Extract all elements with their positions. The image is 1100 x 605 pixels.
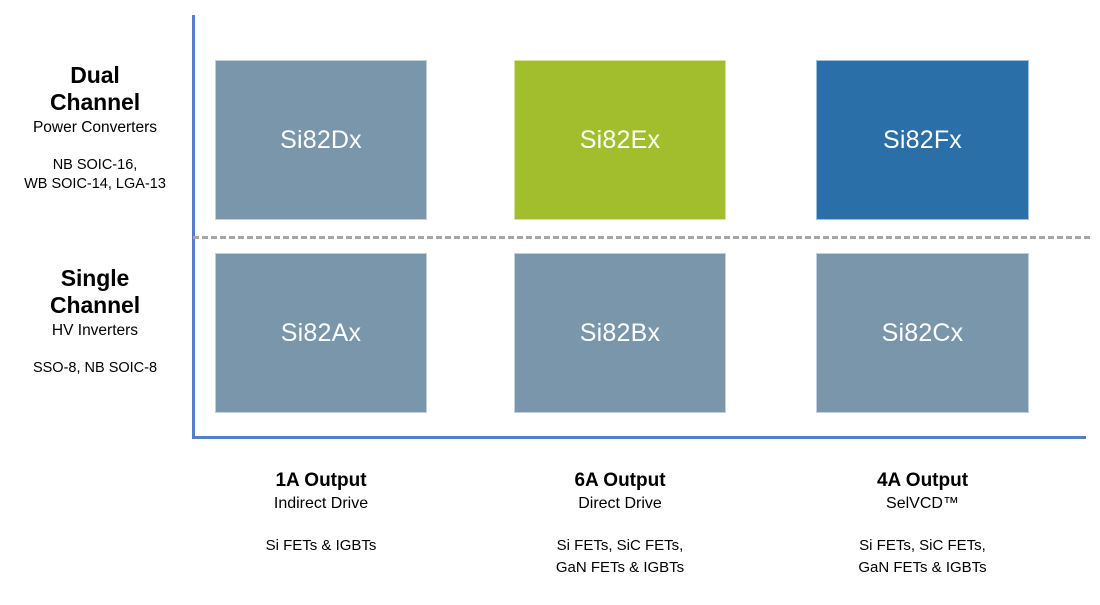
column-technologies: Si FETs, SiC FETs, GaN FETs & IGBTs: [514, 535, 726, 579]
product-box-si82fx[interactable]: Si82Fx: [816, 60, 1029, 220]
column-tech-line1: Si FETs, SiC FETs,: [556, 537, 684, 554]
row-divider-dashed: [193, 236, 1090, 239]
column-caption-1a: 1A Output Indirect Drive Si FETs & IGBTs: [215, 470, 427, 557]
row-packages: NB SOIC-16, WB SOIC-14, LGA-13: [0, 156, 190, 195]
row-subtitle: HV Inverters: [51, 321, 139, 339]
product-box-label: Si82Ex: [579, 125, 661, 154]
column-tech-line2: GaN FETs & IGBTs: [858, 558, 987, 576]
product-box-label: Si82Dx: [280, 125, 362, 154]
row-label-dual-channel: Dual Channel Power Converters NB SOIC-16…: [0, 62, 190, 195]
column-title: 4A Output: [876, 470, 969, 491]
product-box-label: Si82Cx: [881, 318, 964, 347]
row-packages-line1: SSO-8, NB SOIC-8: [32, 359, 158, 376]
product-box-label: Si82Ax: [280, 318, 362, 347]
row-label-single-channel: Single Channel HV Inverters SSO-8, NB SO…: [0, 265, 190, 378]
product-box-si82ax[interactable]: Si82Ax: [215, 253, 427, 413]
column-title: 6A Output: [574, 470, 666, 491]
row-title-line1: Dual: [70, 62, 120, 88]
y-axis-line: [192, 15, 195, 439]
column-title: 1A Output: [275, 470, 367, 491]
product-box-label: Si82Bx: [579, 318, 661, 347]
x-axis-line: [192, 436, 1086, 439]
column-caption-6a: 6A Output Direct Drive Si FETs, SiC FETs…: [514, 470, 726, 579]
column-technologies: Si FETs & IGBTs: [215, 535, 427, 557]
product-box-si82bx[interactable]: Si82Bx: [514, 253, 726, 413]
row-title-line2: Channel: [49, 291, 141, 318]
column-tech-line1: Si FETs & IGBTs: [265, 537, 377, 554]
product-box-si82cx[interactable]: Si82Cx: [816, 253, 1029, 413]
column-tech-line2: GaN FETs & IGBTs: [555, 558, 685, 576]
row-title-line2: Channel: [49, 88, 141, 115]
row-packages-line2: WB SOIC-14, LGA-13: [24, 176, 166, 193]
column-caption-4a: 4A Output SelVCD™ Si FETs, SiC FETs, GaN…: [816, 470, 1029, 579]
product-box-si82dx[interactable]: Si82Dx: [215, 60, 427, 220]
row-subtitle: Power Converters: [32, 118, 158, 136]
column-tech-line1: Si FETs, SiC FETs,: [859, 537, 986, 554]
product-box-label: Si82Fx: [882, 125, 962, 154]
product-box-si82ex[interactable]: Si82Ex: [514, 60, 726, 220]
row-title-line1: Single: [60, 265, 130, 291]
row-packages-line1: NB SOIC-16,: [52, 156, 138, 173]
row-packages: SSO-8, NB SOIC-8: [0, 359, 190, 379]
column-subtitle: SelVCD™: [886, 495, 959, 512]
column-technologies: Si FETs, SiC FETs, GaN FETs & IGBTs: [816, 535, 1029, 579]
column-subtitle: Indirect Drive: [273, 495, 369, 512]
column-subtitle: Direct Drive: [578, 495, 662, 512]
